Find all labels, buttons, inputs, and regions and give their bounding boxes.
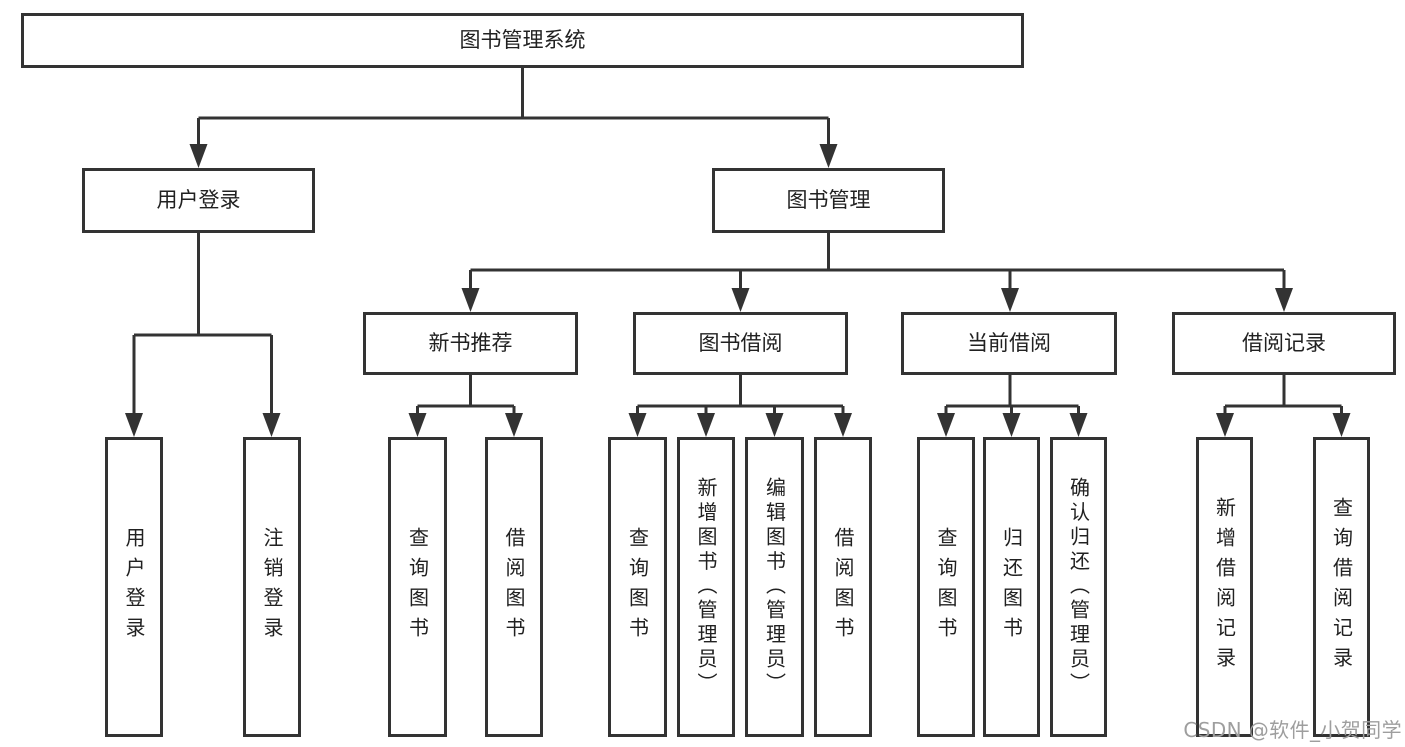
node-label: 当前借阅 <box>967 331 1051 355</box>
leaf-add-books-admin: 新增图书（管理员） <box>677 437 735 737</box>
node-book-management: 图书管理 <box>712 168 945 233</box>
node-label: 图书借阅 <box>698 331 783 355</box>
leaf-query-books: 查询图书 <box>388 437 447 737</box>
node-new-book-recommendation: 新书推荐 <box>363 312 578 375</box>
csdn-watermark: CSDN @软件_小贺同学 <box>1183 718 1402 742</box>
node-user-login: 用户登录 <box>82 168 315 233</box>
node-label: 归还图书 <box>999 527 1024 647</box>
leaf-borrow-books: 借阅图书 <box>814 437 872 737</box>
node-label: 用户登录 <box>156 188 241 212</box>
node-book-borrowing: 图书借阅 <box>633 312 848 375</box>
node-label: 查询图书 <box>405 527 430 647</box>
node-label: 查询图书 <box>625 527 650 647</box>
node-borrowing-records: 借阅记录 <box>1172 312 1396 375</box>
leaf-edit-books-admin: 编辑图书（管理员） <box>745 437 804 737</box>
node-label: 编辑图书（管理员） <box>762 477 787 697</box>
node-label: 新增图书（管理员） <box>694 477 718 697</box>
leaf-query-books: 查询图书 <box>608 437 667 737</box>
node-label: 借阅记录 <box>1242 331 1326 355</box>
leaf-logout: 注销登录 <box>243 437 301 737</box>
node-current-borrowing: 当前借阅 <box>901 312 1117 375</box>
node-label: 新增借阅记录 <box>1212 497 1237 677</box>
leaf-user-login: 用户登录 <box>105 437 163 737</box>
node-label: 注销登录 <box>260 527 284 647</box>
arrowhead <box>189 144 208 168</box>
leaf-query-books: 查询图书 <box>917 437 975 737</box>
leaf-borrow-books: 借阅图书 <box>485 437 543 737</box>
node-label: 用户登录 <box>122 527 146 647</box>
node-label: 查询图书 <box>934 527 958 647</box>
leaf-add-borrow-record: 新增借阅记录 <box>1196 437 1253 737</box>
node-label: 借阅图书 <box>831 527 855 647</box>
node-label: 图书管理系统 <box>459 28 586 52</box>
leaf-return-books: 归还图书 <box>983 437 1040 737</box>
leaf-confirm-return-admin: 确认归还（管理员） <box>1050 437 1107 737</box>
node-label: 确认归还（管理员） <box>1066 477 1091 697</box>
node-label: 查询借阅记录 <box>1329 497 1354 677</box>
node-label: 新书推荐 <box>428 331 513 355</box>
node-library-management-system: 图书管理系统 <box>21 13 1024 68</box>
node-label: 借阅图书 <box>502 527 526 647</box>
leaf-query-borrow-record: 查询借阅记录 <box>1313 437 1370 737</box>
node-label: 图书管理 <box>786 188 871 212</box>
